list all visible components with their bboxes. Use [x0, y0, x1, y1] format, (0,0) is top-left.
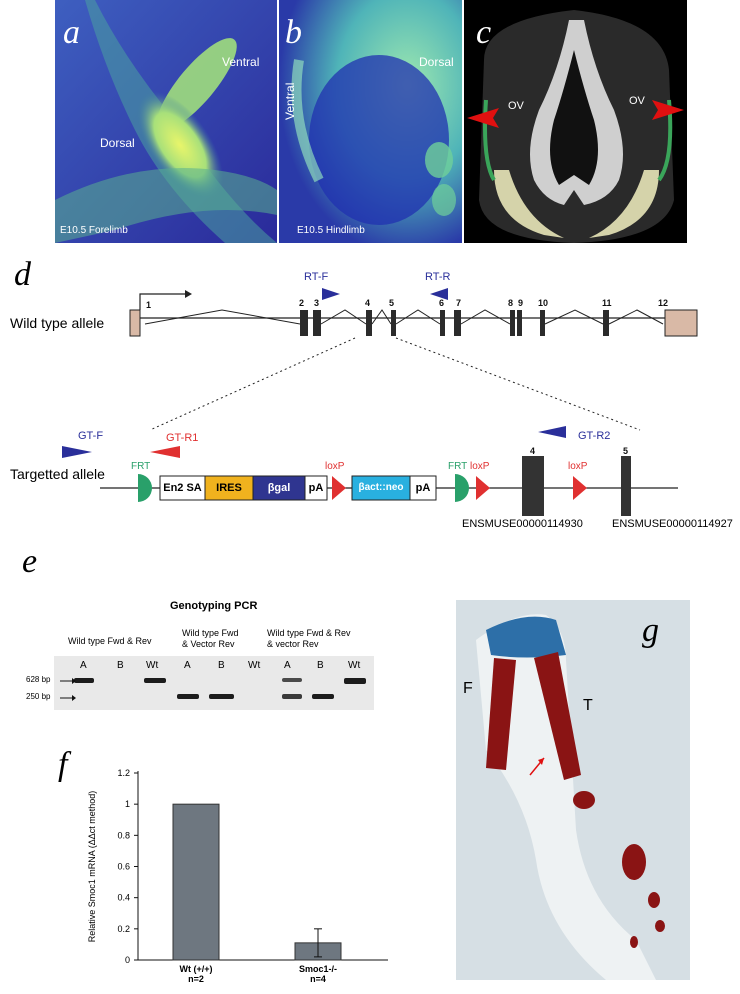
pa-box-1: pA: [308, 482, 324, 494]
loxp-label-2: loxP: [470, 461, 490, 472]
panel-a-image: a Ventral Dorsal E10.5 Forelimb: [55, 0, 277, 243]
gel-image: [54, 656, 374, 710]
ensembl-exon-id-1: ENSMUSE00000114930: [462, 518, 583, 530]
panel-c-left-arrowhead-icon: [467, 108, 499, 128]
size-marker-250: 250 bp: [26, 692, 51, 701]
pa-box-2: pA: [415, 482, 431, 494]
frt-label-1: FRT: [131, 461, 151, 472]
y-tick-label: 0.8: [117, 830, 130, 840]
y-tick-label: 0.2: [117, 924, 130, 934]
y-tick-label: 0: [125, 955, 130, 965]
panel-g-letter: g: [642, 612, 659, 649]
y-tick-label: 1.2: [117, 768, 130, 778]
panel-d-letter: d: [14, 256, 31, 293]
loxp-label-3: loxP: [568, 461, 588, 472]
exon-number: 10: [538, 298, 549, 308]
smoc1-mrna-bar-chart: 0 0.2 0.4 0.6 0.8 1 1.2 Wt (+/+)n=2 Smoc1-/-n=4 R…: [87, 768, 388, 984]
lane-label: Wt: [248, 660, 261, 671]
y-tick-label: 0.6: [117, 862, 130, 872]
panel-a-ventral-label: Ventral: [222, 55, 260, 69]
lane-label: A: [184, 660, 191, 671]
exon-number: 7: [456, 298, 462, 308]
lane-label: B: [317, 660, 324, 671]
lane-label: B: [218, 660, 225, 671]
panel-g-skeletal-stain: [476, 614, 665, 980]
panel-c-letter: c: [476, 14, 492, 51]
exon-number: 12: [658, 298, 669, 308]
loxp-label-1: loxP: [325, 461, 345, 472]
panel-a-limb-bud: [55, 0, 277, 243]
panel-b-limb-bud: [279, 0, 462, 243]
bgal-box: βgal: [267, 482, 291, 494]
bar-0: [172, 803, 220, 961]
panel-c-ov-right: OV: [629, 95, 645, 107]
gel-group-3-label: Wild type Fwd & Rev & vector Rev: [267, 628, 351, 649]
panel-c-image: c OV OV: [464, 0, 687, 243]
exon-number: 4: [365, 298, 371, 308]
exon-number: 6: [439, 298, 445, 308]
exon-number: 1: [146, 300, 152, 310]
exon-number: 2: [299, 298, 305, 308]
en2-sa-box: En2 SA: [163, 482, 202, 494]
x-category-label: Smoc1-/-: [299, 964, 337, 974]
lane-label: A: [80, 660, 87, 671]
panel-c-right-arrowhead-icon: [652, 100, 684, 120]
size-marker-arrows-icon: [60, 678, 76, 701]
exon-number: 11: [602, 298, 612, 308]
ensembl-exon-id-2: ENSMUSE00000114927: [612, 518, 733, 530]
size-marker-628: 628 bp: [26, 675, 51, 684]
lane-label: A: [284, 660, 291, 671]
exon-number: 9: [518, 298, 524, 308]
rt-f-label: RT-F: [304, 271, 329, 283]
gt-r1-label: GT-R1: [166, 432, 199, 444]
targetted-allele-label: Targetted allele: [10, 466, 105, 482]
gt-f-label: GT-F: [78, 430, 104, 442]
exon-number: 5: [389, 298, 395, 308]
panel-g-t-label: T: [583, 697, 593, 714]
panel-a-letter: a: [63, 14, 80, 51]
panel-b-caption: E10.5 Hindlimb: [297, 225, 365, 236]
panel-b-dorsal-label: Dorsal: [419, 55, 454, 69]
ires-box: IRES: [216, 482, 242, 494]
panel-e-letter: e: [22, 543, 38, 580]
lane-label: Wt: [348, 660, 361, 671]
y-tick-label: 1: [125, 799, 130, 809]
y-axis-label: Relative Smoc1 mRNA (ΔΔct method): [87, 791, 97, 943]
panel-b-letter: b: [285, 14, 302, 51]
gel-group-2-label: Wild type Fwd & Vector Rev: [182, 628, 239, 649]
x-category-label: n=4: [310, 974, 326, 984]
x-category-label: Wt (+/+): [180, 964, 213, 974]
wild-type-allele-label: Wild type allele: [10, 315, 105, 331]
exon-number: 8: [508, 298, 514, 308]
lane-label: Wt: [146, 660, 159, 671]
panel-c-brain-section: [479, 10, 674, 243]
panel-a-dorsal-label: Dorsal: [100, 136, 135, 150]
bact-neo-box: βact::neo: [358, 482, 404, 493]
panel-a-caption: E10.5 Forelimb: [60, 225, 128, 236]
gene-diagram: [62, 288, 698, 516]
gt-r2-label: GT-R2: [578, 430, 611, 442]
lane-label: B: [117, 660, 124, 671]
panel-c-ov-left: OV: [508, 100, 524, 112]
gel-group-1-label: Wild type Fwd & Rev: [68, 636, 152, 646]
panel-f-letter: f: [58, 746, 68, 783]
tg-exon-4-number: 4: [530, 446, 536, 456]
x-category-label: n=2: [188, 974, 204, 984]
panel-b-ventral-label: Ventral: [283, 82, 297, 120]
frt-label-2: FRT: [448, 461, 468, 472]
panel-b-image: b Dorsal Ventral E10.5 Hindlimb: [279, 0, 462, 243]
exon-number: 3: [314, 298, 320, 308]
tg-exon-5-number: 5: [623, 446, 629, 456]
genotyping-pcr-title: Genotyping PCR: [170, 600, 258, 612]
panel-g-f-label: F: [463, 680, 473, 697]
rt-r-label: RT-R: [425, 271, 451, 283]
y-tick-label: 0.4: [117, 893, 130, 903]
panel-g-image: g F T: [456, 600, 690, 980]
